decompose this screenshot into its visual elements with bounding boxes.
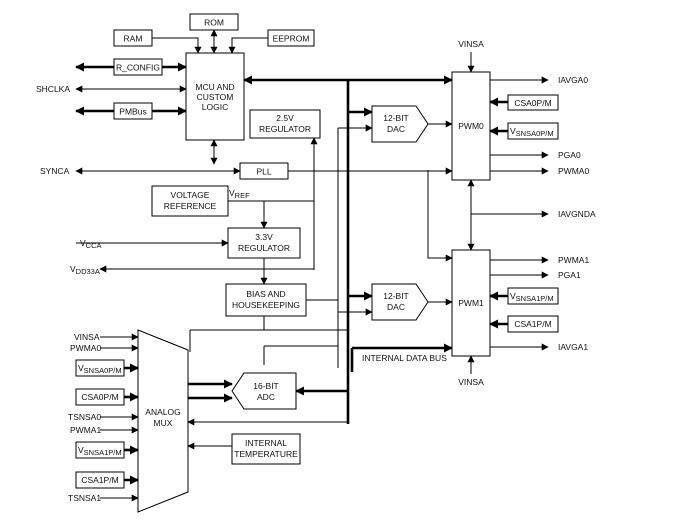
vcca-label: VCCA (80, 238, 102, 250)
svg-text:CSA1P/M: CSA1P/M (514, 319, 551, 329)
vsnsa0-input-box: VSNSA0P/M (507, 122, 559, 140)
adc-block: 16-BIT ADC (231, 372, 297, 410)
svg-text:ANALOG: ANALOG (145, 407, 180, 417)
svg-text:PWM1: PWM1 (458, 298, 484, 308)
mcu-block: MCU AND CUSTOM LOGIC (185, 52, 245, 141)
pmbus-block: PMBus (113, 102, 153, 120)
rconfig-block: R_CONFIG (113, 58, 163, 76)
svg-text:CUSTOM: CUSTOM (197, 92, 234, 102)
vinsa-top-label: VINSA (458, 39, 484, 49)
bias-housekeeping-block: BIAS AND HOUSEKEEPING (225, 283, 307, 317)
pwm0-block: PWM0 (451, 71, 491, 181)
svg-text:ROM: ROM (204, 18, 224, 28)
svg-text:REGULATOR: REGULATOR (238, 243, 290, 253)
mux-input-pwma1: PWMA1 (70, 425, 101, 435)
shclka-label: SHCLKA (36, 84, 70, 94)
regulator-2v5-block: 2.5V REGULATOR (249, 109, 321, 139)
svg-text:BIAS AND: BIAS AND (246, 289, 285, 299)
mux-input-tsnsa0: TSNSA0 (68, 412, 101, 422)
svg-text:MUX: MUX (154, 418, 173, 428)
svg-text:CSA0P/M: CSA0P/M (81, 392, 118, 402)
analog-mux-block: ANALOG MUX (137, 329, 189, 513)
pwma1-label: PWMA1 (558, 255, 589, 265)
iavgnda-label: IAVGNDA (558, 209, 596, 219)
internal-data-bus-label: INTERNAL DATA BUS (362, 353, 447, 363)
ram-block: RAM (113, 29, 153, 47)
svg-text:REFERENCE: REFERENCE (164, 201, 217, 211)
pga1-label: PGA1 (558, 270, 581, 280)
mux-input-tsnsa1: TSNSA1 (68, 493, 101, 503)
svg-text:RAM: RAM (124, 34, 143, 44)
csa1-input-box: CSA1P/M (507, 315, 559, 333)
svg-text:VSNSA1P/M: VSNSA1P/M (78, 445, 122, 457)
csa0-input-box: CSA0P/M (507, 94, 559, 111)
svg-text:CSA0P/M: CSA0P/M (514, 98, 551, 108)
svg-text:TEMPERATURE: TEMPERATURE (234, 449, 298, 459)
svg-text:R_CONFIG: R_CONFIG (116, 63, 160, 73)
svg-text:HOUSEKEEPING: HOUSEKEEPING (232, 300, 300, 310)
vdd33a-label: VDD33A (70, 264, 100, 276)
svg-text:VSNSA1P/M: VSNSA1P/M (510, 291, 554, 303)
svg-text:CSA1P/M: CSA1P/M (81, 475, 118, 485)
svg-text:12-BIT: 12-BIT (383, 113, 409, 123)
mux-csa1-box: CSA1P/M (75, 471, 125, 489)
dac0-block: 12-BIT DAC (371, 105, 429, 143)
mux-csa0-box: CSA0P/M (75, 388, 125, 406)
regulator-3v3-block: 3.3V REGULATOR (227, 227, 301, 259)
svg-text:REGULATOR: REGULATOR (259, 124, 311, 134)
vsnsa1-input-box: VSNSA1P/M (507, 287, 559, 305)
vinsa-bottom-label: VINSA (458, 377, 484, 387)
svg-text:2.5V: 2.5V (276, 113, 294, 123)
voltage-reference-block: VOLTAGE REFERENCE (151, 185, 229, 217)
synca-label: SYNCA (40, 166, 70, 176)
mux-vsnsa0-box: VSNSA0P/M (75, 359, 125, 377)
internal-temperature-block: INTERNAL TEMPERATURE (231, 433, 301, 465)
pga0-label: PGA0 (558, 150, 581, 160)
svg-text:VSNSA0P/M: VSNSA0P/M (78, 363, 122, 375)
svg-text:12-BIT: 12-BIT (383, 291, 409, 301)
mux-vsnsa1-box: VSNSA1P/M (75, 441, 125, 459)
vref-output-label: VREF (229, 188, 250, 200)
svg-text:VSNSA0P/M: VSNSA0P/M (510, 126, 554, 138)
svg-text:ADC: ADC (257, 392, 275, 402)
iavga0-label: IAVGA0 (558, 75, 588, 85)
pll-block: PLL (239, 162, 289, 180)
svg-text:16-BIT: 16-BIT (253, 381, 279, 391)
svg-text:PWM0: PWM0 (458, 121, 484, 131)
svg-text:3.3V: 3.3V (255, 232, 273, 242)
pwma0-label: PWMA0 (558, 166, 589, 176)
svg-text:PMBus: PMBus (119, 107, 146, 117)
rom-block: ROM (189, 13, 239, 31)
svg-text:MCU AND: MCU AND (195, 82, 234, 92)
svg-text:DAC: DAC (387, 124, 405, 134)
dac1-block: 12-BIT DAC (371, 283, 429, 321)
iavga1-label: IAVGA1 (558, 342, 588, 352)
eeprom-block: EEPROM (267, 29, 315, 47)
svg-text:DAC: DAC (387, 302, 405, 312)
pwm1-block: PWM1 (451, 249, 491, 357)
mux-input-vinsa: VINSA (74, 332, 100, 342)
svg-text:VOLTAGE: VOLTAGE (171, 190, 210, 200)
svg-text:PLL: PLL (256, 167, 271, 177)
svg-text:EEPROM: EEPROM (273, 34, 310, 44)
svg-text:LOGIC: LOGIC (202, 102, 228, 112)
mux-input-pwma0: PWMA0 (70, 343, 101, 353)
wires (75, 29, 549, 502)
svg-text:INTERNAL: INTERNAL (245, 438, 287, 448)
